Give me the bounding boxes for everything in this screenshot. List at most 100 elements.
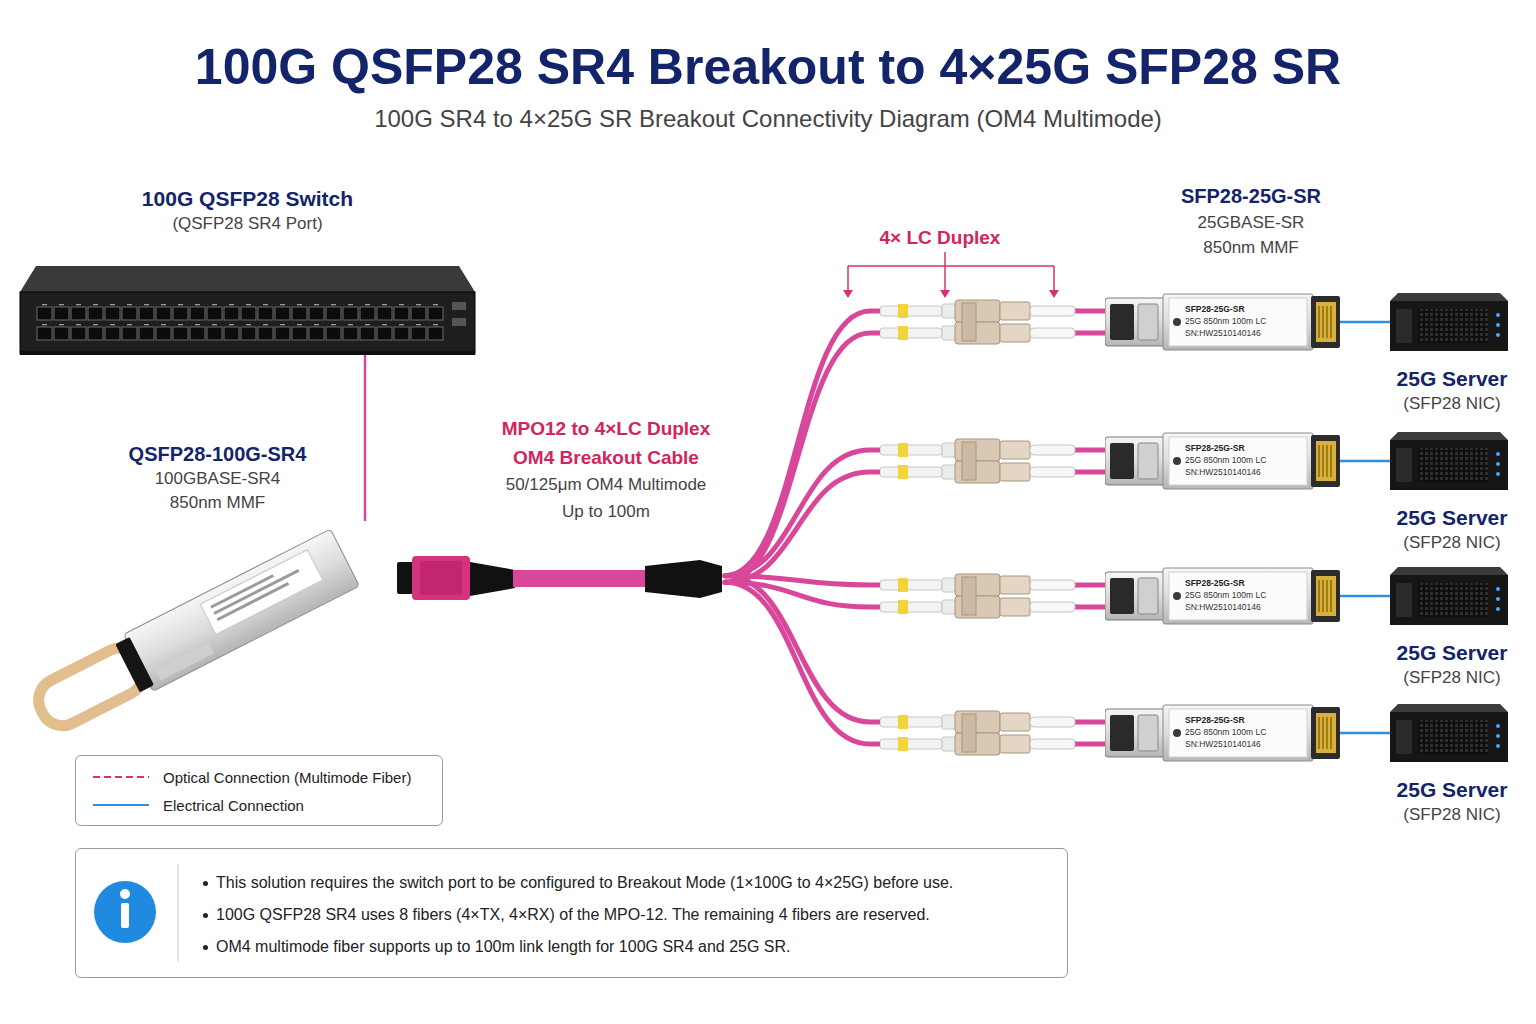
lc-connector (880, 574, 1075, 596)
electrical-link (1340, 596, 1390, 597)
lc-connector (880, 711, 1075, 733)
legend-text: Electrical Connection (163, 797, 304, 814)
electrical-link (1340, 461, 1390, 462)
switch-top (20, 266, 475, 292)
sfp28-module (1105, 705, 1340, 761)
part-spec: 25GBASE-SR 850nm MMF (1181, 211, 1321, 260)
bracket-arrow (843, 290, 853, 298)
qsfp28-module (27, 529, 359, 740)
legend-sample (93, 772, 149, 782)
fiber-strand (725, 576, 1105, 722)
sfp28-module (1105, 433, 1340, 489)
legend-text: Optical Connection (Multimode Fiber) (163, 769, 411, 786)
electrical-line (1340, 460, 1390, 463)
node-detail: 100GBASE-SR4 850nm MMF (142, 467, 292, 516)
lc-connector (880, 596, 1075, 618)
node-title: 25G Server (1397, 639, 1508, 666)
node-detail: (SFP28 NIC) (1397, 392, 1508, 417)
module-label-text: 25G 850nm 100m LC (1185, 589, 1305, 601)
lc-connector (880, 439, 1075, 461)
title: 100G QSFP28 SR4 Breakout to 4×25G SFP28 … (0, 37, 1536, 97)
module-label-text: 25G 850nm 100m LC (1185, 454, 1305, 466)
server: 25G Server(SFP28 NIC) (1390, 567, 1508, 625)
transceiver-module: QSFP28-100G-SR4100GBASE-SR4 850nm MMF (35, 520, 380, 710)
info-box: This solution requires the switch port t… (75, 848, 1068, 978)
sfp28-module (1105, 294, 1340, 350)
bracket-arrow (1049, 290, 1059, 298)
module-label-text: SN:HW2510140146 (1185, 466, 1305, 478)
text-group: SFP28-25G-SR25G 850nm 100m LCSN:HW251014… (1185, 303, 1305, 339)
info-icon (94, 881, 156, 943)
text-group: 25G Server(SFP28 NIC) (1397, 504, 1508, 556)
legend-line (93, 804, 149, 806)
electrical-line (1340, 321, 1390, 324)
fiber-strand (725, 333, 1105, 582)
fanout-splitter (645, 560, 722, 598)
module-label (200, 550, 322, 635)
node-title: 100G QSFP28 Switch (142, 185, 353, 212)
switch-status (452, 318, 466, 326)
node-title: 25G Server (1397, 776, 1508, 803)
sfp28-transceiver: SFP28-25G-SR25G 850nm 100m LCSN:HW251014… (1105, 432, 1340, 490)
note-text: This solution requires the switch port t… (216, 873, 1056, 893)
fiber-strand (725, 311, 1105, 576)
mpo-front (397, 562, 413, 594)
lc-connector (880, 461, 1075, 483)
edge-group (365, 311, 1390, 744)
module-label-text: 25G 850nm 100m LC (1185, 315, 1305, 327)
fiber-link (725, 450, 1105, 582)
text-group: 25G Server(SFP28 NIC) (1397, 365, 1508, 417)
module-label-text: 25G 850nm 100m LC (1185, 726, 1305, 738)
server-icon (1390, 567, 1508, 625)
node-detail: (SFP28 NIC) (1397, 531, 1508, 556)
module-ridge (155, 643, 214, 681)
module-label-text: SN:HW2510140146 (1185, 327, 1305, 339)
fiber-strand (725, 472, 1105, 582)
module-label-text: SN:HW2510140146 (1185, 738, 1305, 750)
text-group: QSFP28-100G-SR4100GBASE-SR4 850nm MMF (129, 441, 307, 516)
legend-box: Optical Connection (Multimode Fiber) Elec… (75, 755, 443, 826)
subtitle: 100G SR4 to 4×25G SR Breakout Connectivi… (0, 104, 1536, 134)
server: 25G Server(SFP28 NIC) (1390, 432, 1508, 490)
server: 25G Server(SFP28 NIC) (1390, 293, 1508, 351)
bracket (848, 252, 1054, 292)
server-icon (1390, 293, 1508, 351)
duplex-clip (962, 303, 976, 341)
duplex-clip (962, 577, 976, 615)
node-detail: (SFP28 NIC) (1397, 666, 1508, 691)
node-detail: (QSFP28 SR4 Port) (142, 212, 353, 237)
label-mark (213, 569, 299, 615)
sfp28-transceiver: SFP28-25G-SR25G 850nm 100m LCSN:HW251014… (1105, 704, 1340, 762)
legend-line (93, 776, 149, 778)
sfp28-transceiver: SFP28-25G-SR25G 850nm 100m LCSN:HW251014… (1105, 293, 1340, 351)
fiber-strand (725, 582, 1105, 744)
fiber-link (725, 576, 1105, 744)
lc-connector (880, 733, 1075, 755)
info-icon-dot (120, 889, 130, 899)
electrical-link (1340, 322, 1390, 323)
module-label-text: SFP28-25G-SR (1185, 303, 1305, 315)
network-switch: 100G QSFP28 Switch(QSFP28 SR4 Port) (20, 265, 475, 355)
module-label-text: SFP28-25G-SR (1185, 442, 1305, 454)
divider (178, 864, 179, 962)
text-group: 25G Server(SFP28 NIC) (1397, 639, 1508, 691)
duplex-clip (962, 714, 976, 752)
module-face (115, 637, 154, 692)
note-text: OM4 multimode fiber supports up to 100m … (216, 937, 1056, 957)
fiber-link (725, 311, 1105, 582)
legend-sample (93, 800, 149, 810)
electrical-line (1340, 732, 1390, 735)
mpo-housing (412, 556, 470, 600)
node-detail: (SFP28 NIC) (1397, 803, 1508, 828)
module-label-text: SN:HW2510140146 (1185, 601, 1305, 613)
mpo-boot (470, 562, 515, 596)
duplex-clip (962, 442, 976, 480)
module-body (124, 529, 360, 691)
sfp28-transceiver: SFP28-25G-SR25G 850nm 100m LCSN:HW251014… (1105, 567, 1340, 625)
text-group: MPO12 to 4×LC Duplex OM4 Breakout Cable5… (497, 415, 715, 525)
text-group: 100G QSFP28 Switch(QSFP28 SR4 Port) (142, 185, 353, 237)
node-title: 25G Server (1397, 365, 1508, 392)
text-group: SFP28-25G-SR25G 850nm 100m LCSN:HW251014… (1185, 577, 1305, 613)
module-label-text: SFP28-25G-SR (1185, 577, 1305, 589)
